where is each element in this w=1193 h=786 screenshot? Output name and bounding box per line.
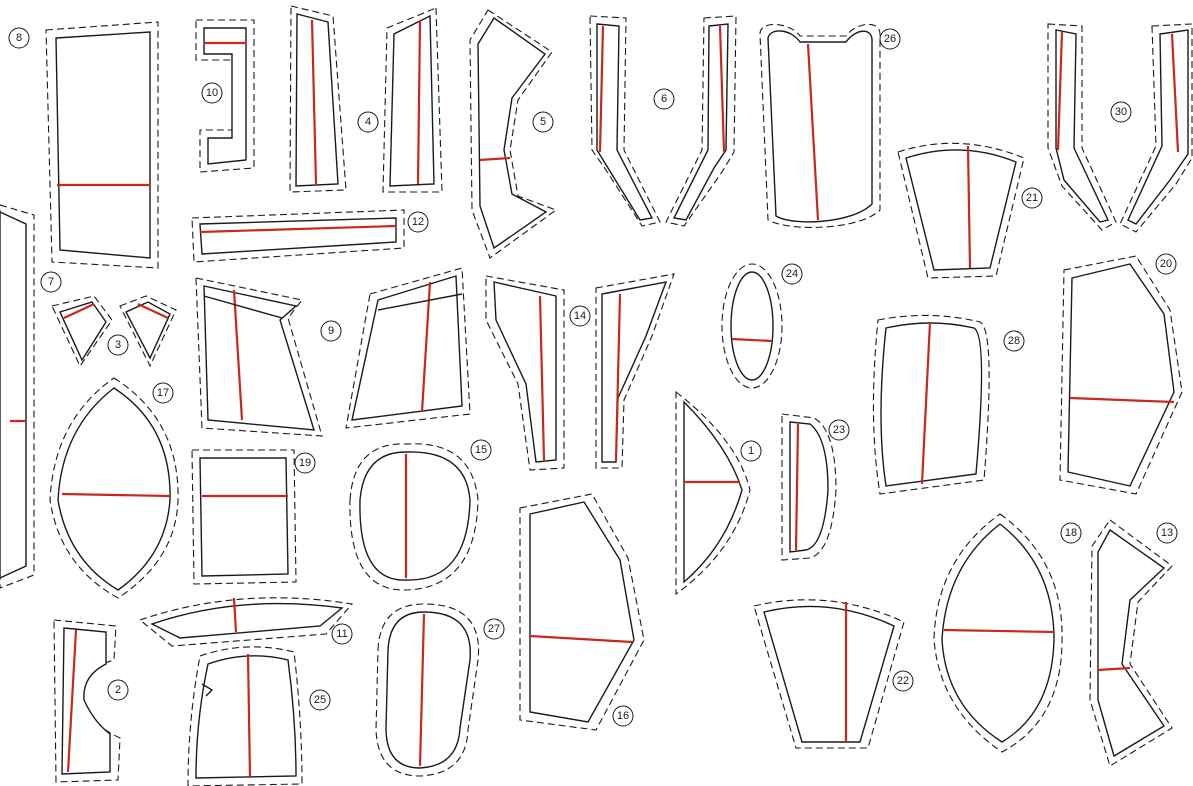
pattern-piece-12 [191, 209, 405, 263]
pattern-piece-6-left [589, 15, 661, 227]
piece-number-badge-1: 1 [740, 440, 762, 462]
piece-number-badge-25: 25 [309, 689, 331, 711]
pattern-piece-10 [195, 19, 255, 173]
piece-number-badge-19: 19 [294, 452, 316, 474]
pattern-piece-30-left [1047, 23, 1117, 231]
pattern-piece-22 [753, 599, 905, 749]
piece-number-badge-26: 26 [879, 28, 901, 50]
piece-number-21: 21 [1026, 192, 1038, 204]
piece-number-badge-6: 6 [653, 88, 675, 110]
piece-number-badge-16: 16 [612, 705, 634, 727]
piece-number-badge-4: 4 [357, 111, 379, 133]
piece-number-badge-15: 15 [470, 439, 492, 461]
piece-number-badge-17: 17 [152, 382, 174, 404]
pattern-piece-28 [872, 314, 990, 495]
piece-number-12: 12 [412, 216, 424, 228]
pattern-piece-13 [1089, 519, 1173, 767]
piece-number-badge-24: 24 [781, 263, 803, 285]
piece-number-19: 19 [299, 457, 311, 469]
pattern-piece-24 [721, 263, 783, 389]
pattern-piece-27 [375, 603, 480, 777]
piece-number-badge-11: 11 [331, 623, 353, 645]
piece-number-badge-10: 10 [201, 82, 223, 104]
piece-number-badge-14: 14 [569, 305, 591, 327]
pattern-piece-15 [349, 443, 479, 591]
piece-number-24: 24 [786, 268, 798, 280]
piece-number-25: 25 [314, 694, 326, 706]
pattern-piece-9-right [345, 267, 471, 429]
piece-number-badge-30: 30 [1110, 101, 1132, 123]
pattern-piece-19 [191, 449, 297, 585]
piece-number-20: 20 [1160, 258, 1172, 270]
piece-number-6: 6 [661, 93, 667, 105]
pattern-piece-30-right [1119, 23, 1193, 233]
piece-number-badge-21: 21 [1021, 187, 1043, 209]
piece-number-28: 28 [1008, 335, 1020, 347]
pattern-piece-long-strip [0, 204, 35, 589]
pattern-piece-4-left [289, 5, 347, 193]
piece-number-10: 10 [206, 87, 218, 99]
piece-number-badge-12: 12 [407, 211, 429, 233]
pattern-piece-9-left [195, 277, 323, 437]
pattern-piece-26 [759, 23, 881, 228]
piece-number-4: 4 [365, 116, 371, 128]
piece-number-badge-7: 7 [40, 271, 62, 293]
pattern-piece-14-left [485, 275, 565, 471]
pattern-piece-5 [469, 9, 558, 259]
pattern-piece-17 [49, 377, 179, 599]
pattern-piece-3-right [119, 295, 177, 368]
piece-number-badge-23: 23 [828, 419, 850, 441]
piece-number-8: 8 [16, 32, 22, 44]
pattern-piece-3-left [51, 295, 113, 368]
pattern-piece-11 [138, 597, 354, 647]
piece-number-badge-22: 22 [892, 670, 914, 692]
piece-number-13: 13 [1161, 527, 1173, 539]
pattern-piece-16 [519, 493, 645, 731]
piece-number-badge-13: 13 [1156, 522, 1178, 544]
piece-number-badge-18: 18 [1060, 522, 1082, 544]
pattern-piece-6-right [665, 15, 737, 227]
pattern-piece-21 [897, 142, 1025, 279]
piece-number-18: 18 [1065, 527, 1077, 539]
pattern-piece-23 [781, 413, 837, 561]
piece-number-1: 1 [748, 445, 754, 457]
pattern-piece-2 [53, 619, 121, 783]
piece-number-badge-20: 20 [1155, 253, 1177, 275]
piece-number-badge-9: 9 [320, 320, 342, 342]
pattern-piece-18 [933, 513, 1063, 753]
pattern-piece-4-right [382, 7, 443, 193]
piece-number-badge-2: 2 [107, 679, 129, 701]
piece-number-26: 26 [884, 33, 896, 45]
piece-number-11: 11 [336, 628, 347, 640]
pattern-piece-20 [1059, 255, 1183, 495]
piece-number-badge-28: 28 [1003, 330, 1025, 352]
piece-number-23: 23 [833, 424, 845, 436]
piece-number-15: 15 [475, 444, 487, 456]
piece-number-22: 22 [897, 675, 909, 687]
piece-number-badge-27: 27 [483, 618, 505, 640]
piece-number-5: 5 [540, 116, 546, 128]
piece-number-30: 30 [1115, 106, 1127, 118]
piece-number-9: 9 [328, 325, 334, 337]
piece-number-2: 2 [115, 684, 121, 696]
pattern-piece-14-right [595, 273, 675, 469]
piece-number-3: 3 [115, 339, 121, 351]
pattern-piece-25 [187, 646, 303, 786]
pattern-piece-8 [45, 21, 159, 269]
piece-number-badge-5: 5 [532, 111, 554, 133]
piece-number-27: 27 [488, 623, 500, 635]
piece-number-17: 17 [157, 387, 169, 399]
piece-number-badge-8: 8 [8, 27, 30, 49]
pattern-piece-1 [675, 390, 751, 596]
piece-number-badge-3: 3 [107, 334, 129, 356]
piece-number-7: 7 [48, 276, 54, 288]
piece-number-14: 14 [574, 310, 586, 322]
piece-number-16: 16 [617, 710, 629, 722]
